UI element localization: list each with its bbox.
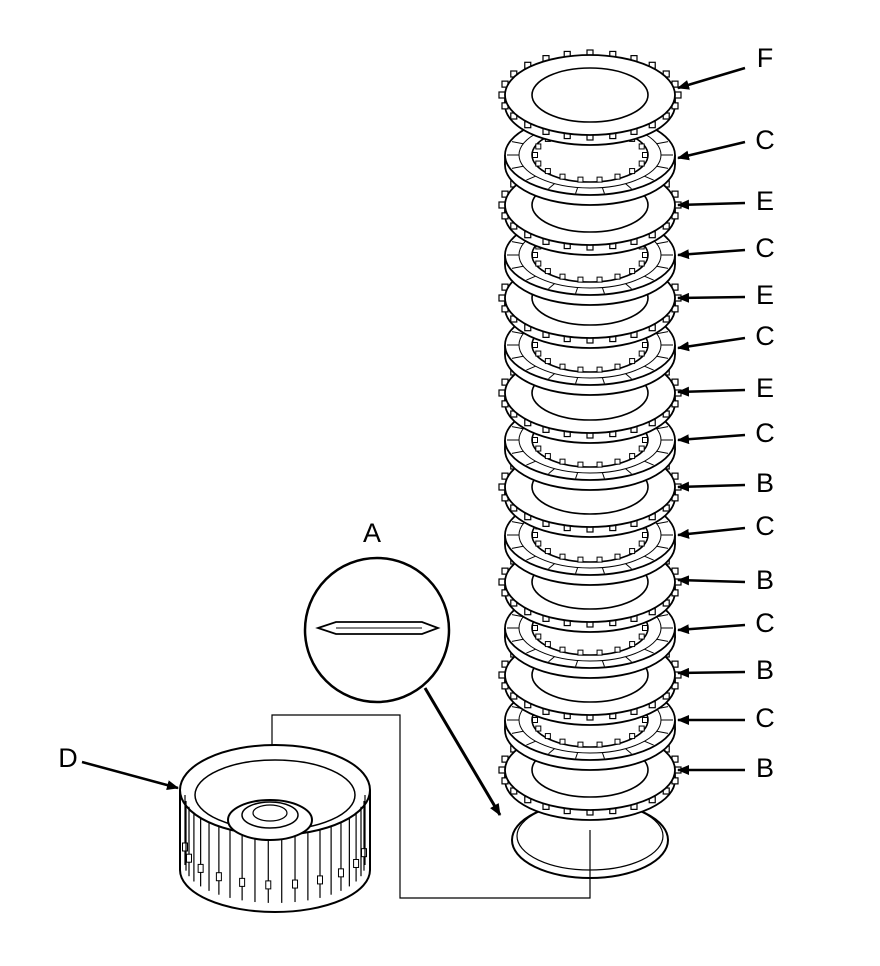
label-b: B: [756, 565, 774, 595]
label-d: D: [58, 743, 78, 773]
label-f: F: [757, 43, 774, 73]
callout-arrow: [677, 336, 746, 352]
callout-arrow: [677, 140, 746, 161]
detail-circle-a: [303, 556, 451, 704]
label-c: C: [755, 703, 775, 733]
label-c: C: [755, 418, 775, 448]
detail-arrow: [423, 687, 502, 816]
callout-arrow: [677, 526, 746, 539]
callout-arrow: [677, 667, 746, 678]
label-a: A: [363, 518, 381, 548]
leader-line: [271, 714, 591, 899]
label-c: C: [755, 511, 775, 541]
callout-labels: F C E C E C E C B C B C B C B A D: [58, 43, 775, 783]
callout-arrow: [677, 199, 746, 210]
label-e: E: [756, 373, 774, 403]
label-b: B: [756, 655, 774, 685]
label-c: C: [755, 321, 775, 351]
clutch-disc-stack: [498, 49, 682, 821]
callout-arrow: [677, 575, 746, 586]
steel-plate: [498, 49, 682, 146]
clutch-drum: [179, 744, 371, 913]
callout-arrow: [81, 760, 179, 790]
label-b: B: [756, 753, 774, 783]
drum-splines: [182, 795, 367, 903]
callout-leaders: [81, 66, 746, 790]
callout-arrow: [677, 386, 746, 397]
label-e: E: [756, 186, 774, 216]
callout-arrow: [677, 623, 746, 635]
callout-arrow: [677, 433, 746, 445]
label-c: C: [755, 125, 775, 155]
callout-arrow: [677, 66, 746, 90]
label-b: B: [756, 468, 774, 498]
label-c: C: [755, 233, 775, 263]
callout-arrow: [677, 292, 746, 303]
label-c: C: [755, 608, 775, 638]
callout-arrow: [677, 248, 746, 260]
callout-arrow: [677, 481, 746, 492]
label-e: E: [756, 280, 774, 310]
